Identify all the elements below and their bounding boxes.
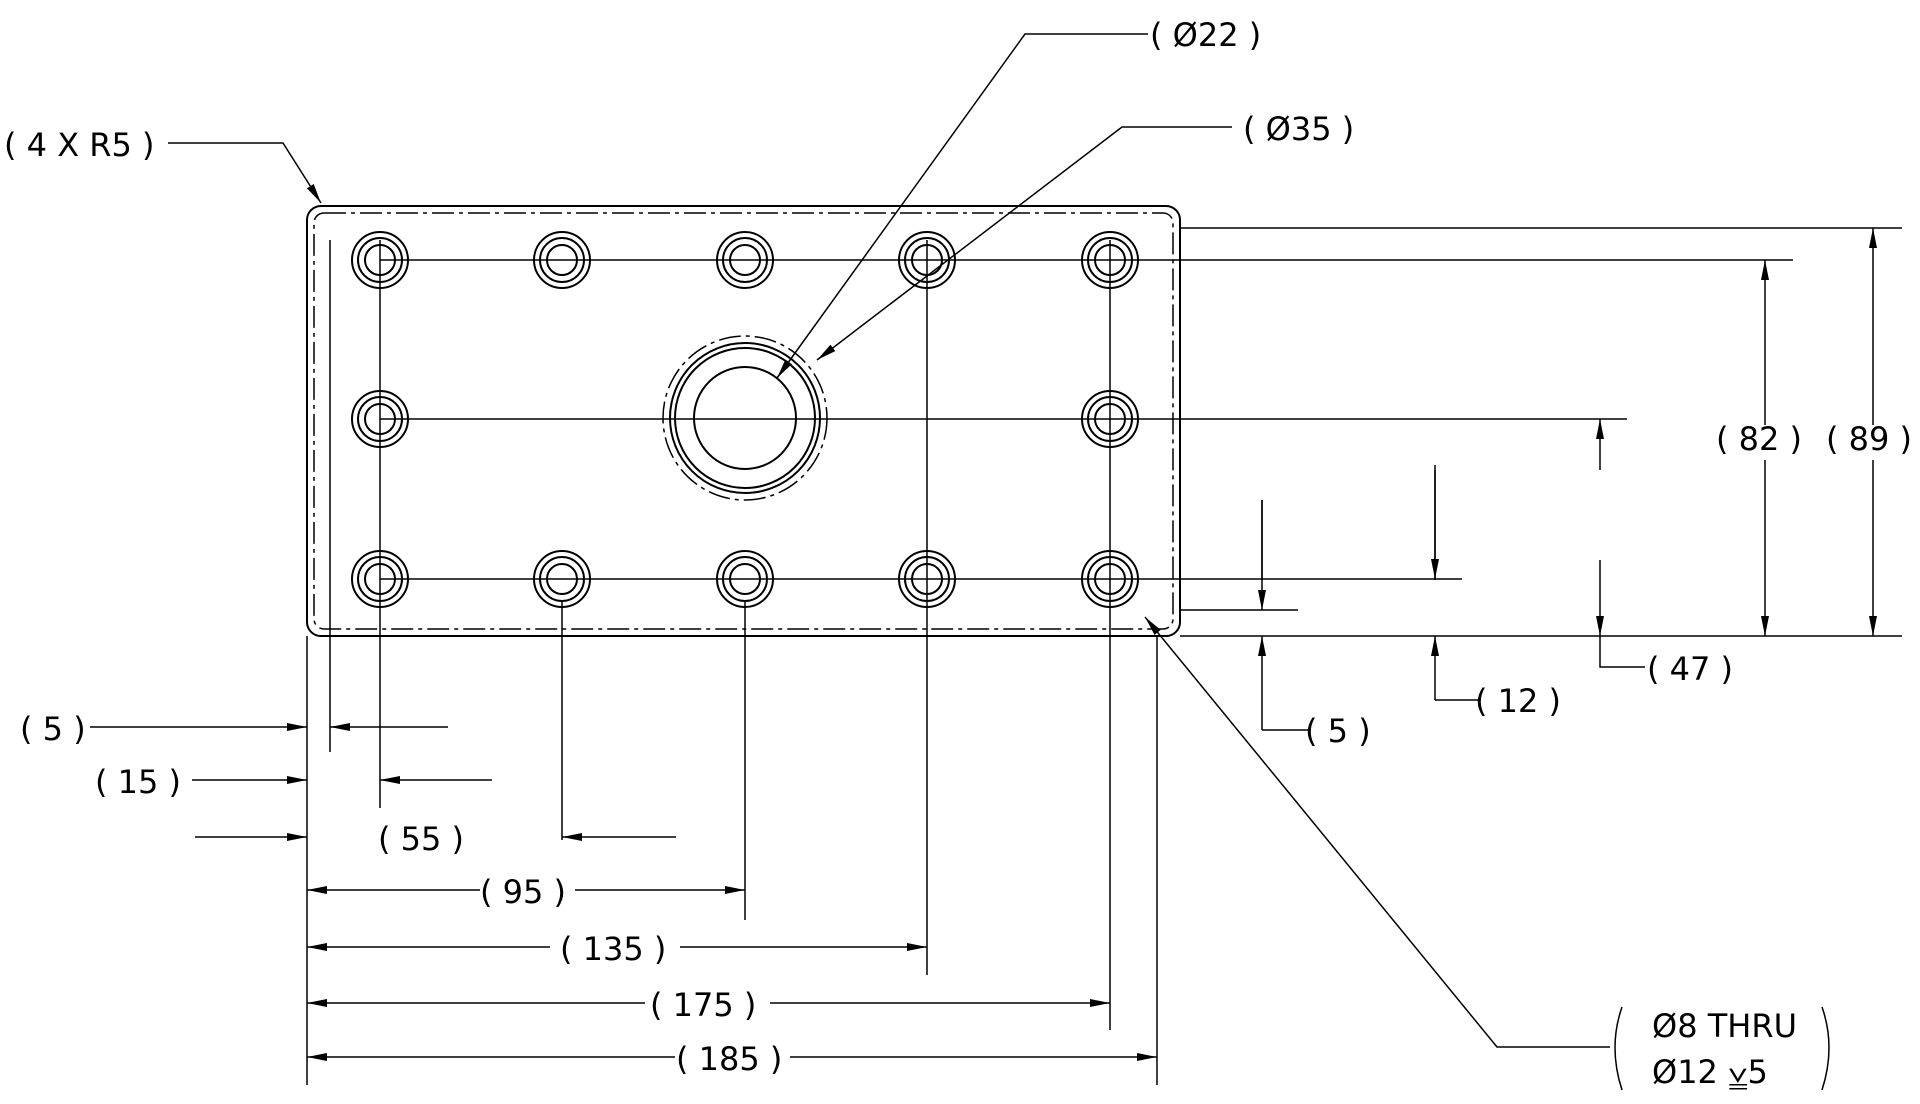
dim-v-89: ( 89 ) (1826, 420, 1912, 458)
dim-h-55: ( 55 ) (378, 820, 464, 858)
leaders (168, 33, 1610, 1048)
central-bore (662, 335, 828, 501)
dim-v-5: ( 5 ) (1305, 712, 1371, 750)
dim-h-95: ( 95 ) (480, 873, 566, 911)
dim-h-5: ( 5 ) (20, 710, 86, 748)
dim-h-175: ( 175 ) (650, 986, 756, 1024)
callout-corner-radius: ( 4 X R5 ) (4, 126, 155, 164)
horizontal-dimensions (90, 723, 1157, 1061)
dim-v-82: ( 82 ) (1716, 420, 1802, 458)
extension-lines (306, 227, 1902, 1085)
callout-bore-large: ( Ø35 ) (1243, 110, 1354, 148)
dim-h-15: ( 15 ) (95, 763, 181, 801)
dim-v-12: ( 12 ) (1475, 682, 1561, 720)
dim-h-185: ( 185 ) (676, 1040, 782, 1078)
plate-outline (306, 205, 1181, 637)
hole-note-line2: Ø12 ⩣5 (1652, 1053, 1768, 1091)
callout-bore-small: ( Ø22 ) (1150, 16, 1261, 54)
hole-note-brackets (1614, 1006, 1830, 1091)
hole-note-line1: Ø8 THRU (1652, 1007, 1797, 1045)
vertical-dimensions (1258, 228, 1877, 731)
dim-v-47: ( 47 ) (1647, 650, 1733, 688)
dim-h-135: ( 135 ) (560, 930, 666, 968)
